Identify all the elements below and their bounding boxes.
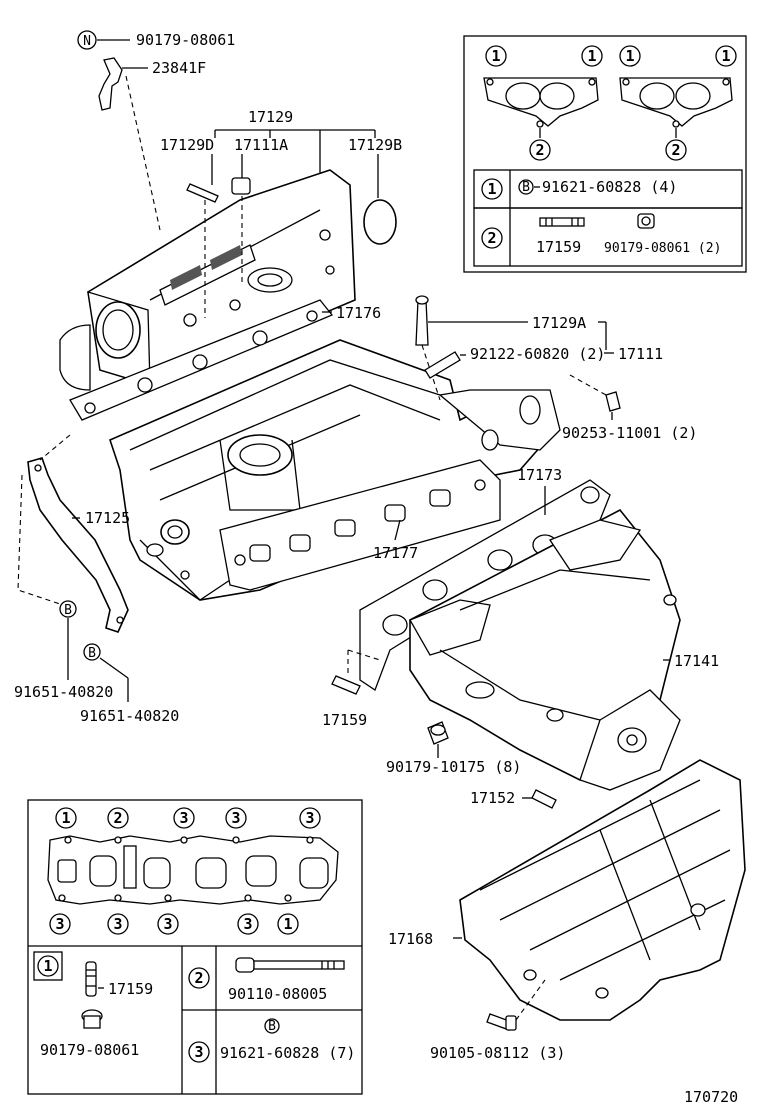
b-symbol: B [64, 603, 72, 618]
inset-stud-icon [539, 217, 585, 227]
label-17168: 17168 [388, 930, 433, 948]
inset-bottom-stud: 17159 [85, 961, 153, 998]
exhaust-manifold-17141: 17141 [409, 508, 719, 791]
label-17152: 17152 [470, 789, 515, 807]
label-17129: 17129 [248, 108, 293, 126]
label-17159-main: 17159 [322, 711, 367, 729]
b-symbol: B [268, 1019, 276, 1034]
label-17129B: 17129B [348, 136, 402, 154]
inset-bottom-nut: 90179-08061 [40, 1009, 139, 1059]
inset-top-91621-label: 91621-60828 (4) [542, 178, 677, 196]
inset-gasket-b: 1 1 2 [619, 45, 737, 161]
circle-2-symbol: 2 [487, 229, 496, 247]
inset-bottom-left: 1 2 3 3 3 [27, 799, 363, 1095]
gasket-17176: 17176 [69, 299, 381, 421]
n-symbol: N [83, 34, 91, 49]
inset-top-17159-label: 17159 [536, 238, 581, 256]
label-90179-10175: 90179-10175 (8) [386, 758, 521, 776]
inset-bottom-bolt: 90110-08005 [228, 957, 345, 1003]
label-91651-40820-a: 91651-40820 [14, 683, 113, 701]
plug-17129B [363, 199, 397, 245]
stud-17159: 17159 [322, 649, 381, 729]
circle-3-symbol: 3 [194, 1043, 203, 1061]
circle-1-symbol: 1 [587, 47, 596, 65]
drawing-number: 170720 [684, 1088, 738, 1106]
circle-1-symbol: 1 [625, 47, 634, 65]
label-90253: 90253-11001 (2) [562, 424, 697, 442]
inset-bottom-90179-label: 90179-08061 [40, 1041, 139, 1059]
circle-3-symbol: 3 [231, 809, 240, 827]
stay-17125: 17125 [17, 434, 130, 633]
inset-gasket-a: 1 1 2 [483, 45, 603, 161]
bolt-90105-08112: 90105-08112 (3) [430, 979, 565, 1062]
circle-2-symbol: 2 [194, 969, 203, 987]
inset-bottom-90110-label: 90110-08005 [228, 985, 327, 1003]
label-17129A: 17129A [532, 314, 586, 332]
gasket-17177: 17177 [219, 459, 501, 591]
b-symbol: B [88, 646, 96, 661]
bolt-91651-40820-b: B 91651-40820 [80, 643, 179, 725]
circle-1-symbol: 1 [43, 957, 52, 975]
label-17129D: 17129D [160, 136, 214, 154]
label-90179-08061-top: 90179-08061 [136, 31, 235, 49]
circle-2-symbol: 2 [113, 809, 122, 827]
bolt-17111A [231, 177, 251, 285]
inset-top-right: 1 1 2 1 1 2 [463, 35, 747, 273]
label-17141: 17141 [674, 652, 719, 670]
label-17125: 17125 [85, 509, 130, 527]
label-17173: 17173 [517, 466, 562, 484]
circle-3-symbol: 3 [55, 915, 64, 933]
label-group-17129A: 17129A 92122-60820 (2) 17111 90253-11001… [415, 295, 697, 442]
intake-plenum-17129 [59, 169, 356, 391]
inset-top-90179-label: 90179-08061 (2) [604, 241, 721, 256]
label-23841F: 23841F [152, 59, 206, 77]
circle-3-symbol: 3 [179, 809, 188, 827]
circle-2-symbol: 2 [535, 141, 544, 159]
bolt-91651-40820-a: B 91651-40820 [14, 600, 113, 701]
circle-3-symbol: 3 [163, 915, 172, 933]
label-17177: 17177 [373, 544, 418, 562]
bolt-17129D [186, 183, 219, 318]
label-17111: 17111 [618, 345, 663, 363]
label-group-17129: 17129 17129D 17111A 17129B [160, 108, 402, 198]
label-91651-40820-b: 91651-40820 [80, 707, 179, 725]
label-17176: 17176 [336, 304, 381, 322]
b-symbol: B [522, 180, 530, 195]
circle-1-symbol: 1 [61, 809, 70, 827]
stud-17152: 17152 [470, 789, 557, 809]
circle-1-symbol: 1 [491, 47, 500, 65]
circle-2-symbol: 2 [671, 141, 680, 159]
bracket-23841F: 23841F [98, 57, 206, 231]
label-92122: 92122-60820 (2) [470, 345, 605, 363]
heat-insulator-17168: 17168 [388, 759, 746, 1021]
circle-3-symbol: 3 [113, 915, 122, 933]
circle-3-symbol: 3 [243, 915, 252, 933]
circle-1-symbol: 1 [283, 915, 292, 933]
inset-nut-icon [637, 213, 655, 229]
circle-1-symbol: 1 [487, 180, 496, 198]
inset-bottom-17159-label: 17159 [108, 980, 153, 998]
nut-90179-10175: 90179-10175 (8) [386, 721, 521, 776]
label-17111A: 17111A [234, 136, 288, 154]
inset-long-gasket [47, 835, 339, 905]
circle-1-symbol: 1 [721, 47, 730, 65]
label-90105-08112: 90105-08112 (3) [430, 1044, 565, 1062]
circle-3-symbol: 3 [305, 809, 314, 827]
inset-bottom-91621-label: 91621-60828 (7) [220, 1044, 355, 1062]
nut-90179-08061-callout: N 90179-08061 [77, 30, 235, 50]
